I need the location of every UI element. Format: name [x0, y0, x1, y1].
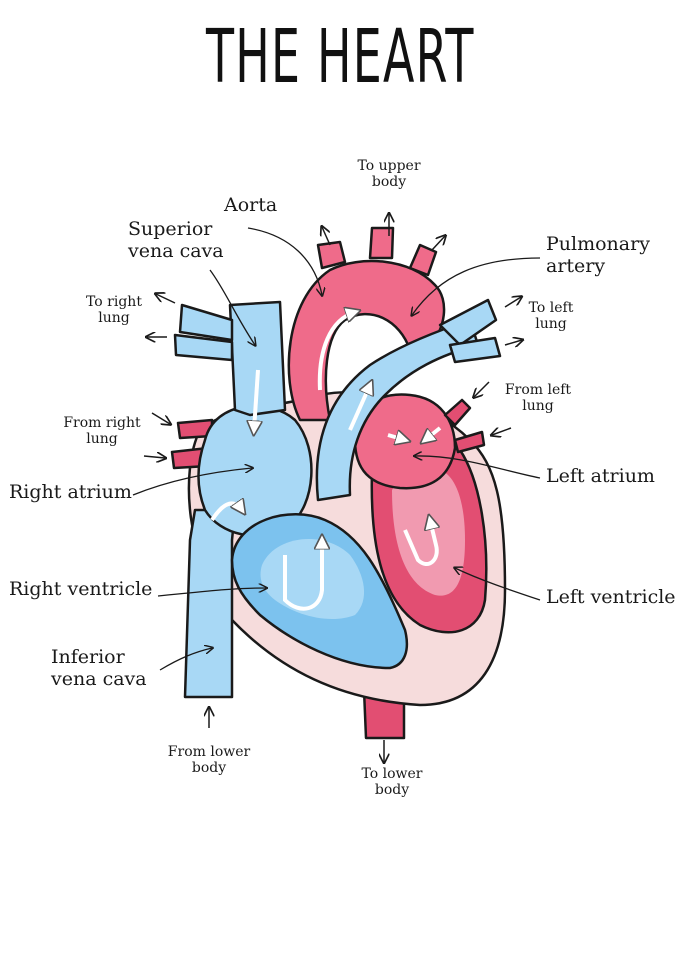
- aortic-arch: [287, 259, 446, 422]
- label-superior-vena-cava: Superior vena cava: [128, 218, 224, 262]
- label-from-lower-body: From lower body: [167, 744, 251, 777]
- label-from-left-lung: From left lung: [504, 382, 572, 415]
- label-left-atrium: Left atrium: [546, 465, 655, 487]
- external-arrows: [143, 214, 522, 762]
- label-to-right-lung: To right lung: [86, 294, 142, 327]
- label-pulmonary-artery: Pulmonary artery: [546, 233, 650, 277]
- leader-lines: [132, 227, 541, 671]
- label-to-upper-body: To upper body: [357, 158, 421, 191]
- label-left-ventricle: Left ventricle: [546, 586, 676, 608]
- page-title: THE HEART: [205, 14, 475, 100]
- label-right-atrium: Right atrium: [9, 481, 132, 503]
- heart-body: [170, 226, 507, 740]
- flow-arrows: [210, 312, 442, 611]
- label-inferior-vena-cava: Inferior vena cava: [51, 646, 147, 690]
- label-right-ventricle: Right ventricle: [9, 578, 153, 600]
- label-to-left-lung: To left lung: [528, 300, 574, 333]
- inferior-vena-cava: [183, 508, 237, 699]
- label-aorta: Aorta: [224, 194, 278, 216]
- left-pulmonary-veins: [443, 398, 472, 427]
- superior-vena-cava: [228, 300, 287, 417]
- label-from-right-lung: From right lung: [63, 415, 141, 448]
- label-to-lower-body: To lower body: [361, 766, 423, 799]
